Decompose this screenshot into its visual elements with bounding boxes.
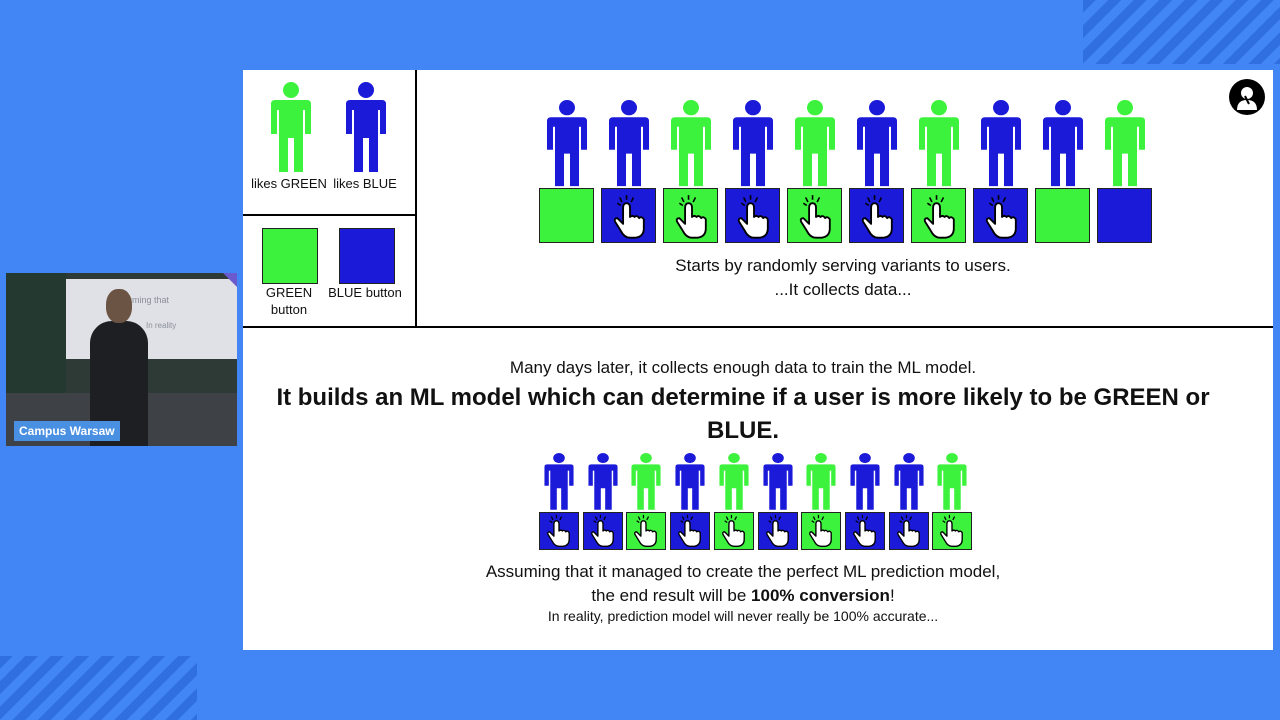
user-slot [787,98,843,244]
user-slot [757,452,798,553]
user-slot [670,452,711,553]
click-hand-icon [761,514,795,553]
click-hand-icon [673,514,707,553]
predicted-serving-row [539,452,979,552]
green-button-square [1035,188,1090,243]
legend-green-person-label: likes GREEN [251,176,327,191]
legend-green-button-label: GREEN button [265,285,313,317]
green-button-square [539,188,594,243]
user-slot [626,452,667,553]
blue-person-icon [674,453,706,516]
user-slot [539,452,579,550]
user-slot [539,98,595,244]
click-hand-icon [607,194,653,245]
legend-blue-button-label: BLUE button [328,285,402,300]
user-slot [932,452,973,553]
click-hand-icon [935,514,969,553]
user-slot [888,452,929,553]
click-hand-icon [542,514,576,553]
blue-person-icon [893,453,925,516]
decorative-stripes-bottom-left [0,656,197,720]
many-days-later-text: Many days later, it collects enough data… [509,358,977,377]
click-hand-icon [731,194,777,245]
speaker-webcam: Assuming that In reality Campus Warsaw [6,273,237,446]
click-hand-icon [892,514,926,553]
click-hand-icon [669,194,715,245]
user-slot [1097,98,1153,244]
decorative-stripes-top-right [1083,0,1280,64]
legend-green-button [262,228,318,284]
conclusion-line1: Assuming that it managed to create the p… [485,562,1001,581]
webcam-corner-marker [223,273,237,287]
click-hand-icon [855,194,901,245]
blue-person-icon [545,100,589,193]
legend-blue-button [339,228,395,284]
user-slot [725,98,781,244]
blue-person-icon [979,100,1023,193]
user-slot [801,452,842,553]
green-person-icon [718,453,750,516]
ml-model-headline: It builds an ML model which can determin… [276,384,1210,444]
presentation-slide: likes GREEN likes BLUE GREEN button BLUE… [243,70,1273,650]
blue-person-icon [762,453,794,516]
accuracy-footnote: In reality, prediction model will never … [547,608,939,624]
blue-person-icon [1041,100,1085,193]
blue-person-icon [731,100,775,193]
blue-person-icon [587,453,619,516]
blue-person-icon [855,100,899,193]
initial-random-serving-row [539,98,1159,244]
green-person-icon [630,453,662,516]
conclusion-line2-post: ! [889,586,895,605]
user-slot [601,98,657,244]
green-person-icon [917,100,961,193]
random-serving-caption-line1: Starts by randomly serving variants to u… [675,256,1011,275]
blue-person-icon [849,453,881,516]
click-hand-icon [793,194,839,245]
user-slot [849,98,905,244]
slide-section-divider [415,326,1273,328]
user-slot [973,98,1029,244]
green-person-icon [669,100,713,193]
user-slot [1035,98,1091,244]
green-person-icon [271,82,311,172]
conclusion-text: Assuming that it managed to create the p… [343,560,1143,608]
webcam-screen-text-2: In reality [146,321,177,330]
speaker-head [106,289,132,323]
webcam-location-label: Campus Warsaw [14,421,120,441]
blue-person-icon [607,100,651,193]
conclusion-highlight: 100% conversion [751,586,890,605]
green-person-icon [936,453,968,516]
click-hand-icon [804,514,838,553]
presenter-logo-icon [1229,79,1265,115]
legend-box: likes GREEN likes BLUE GREEN button BLUE… [243,70,417,328]
user-slot [844,452,885,553]
user-slot [582,452,623,553]
conclusion-line2: the end result will be 100% conversion! [343,584,1143,608]
green-person-icon [793,100,837,193]
click-hand-icon [979,194,1025,245]
random-serving-caption-line2: ...It collects data... [774,280,912,299]
blue-person-icon [346,82,386,172]
blue-person-icon [543,453,575,516]
conclusion-line2-pre: the end result will be [591,586,752,605]
legend-blue-person-label: likes BLUE [333,176,397,191]
random-serving-caption: Starts by randomly serving variants to u… [543,254,1143,302]
click-hand-icon [848,514,882,553]
click-hand-icon [717,514,751,553]
user-slot [713,452,754,553]
green-person-icon [1103,100,1147,193]
user-slot [663,98,719,244]
user-slot [911,98,967,244]
green-person-icon [805,453,837,516]
blue-button-square [1097,188,1152,243]
click-hand-icon [917,194,963,245]
click-hand-icon [629,514,663,553]
webcam-screen-text: Assuming that [112,295,170,305]
click-hand-icon [586,514,620,553]
legend-divider [243,214,415,216]
